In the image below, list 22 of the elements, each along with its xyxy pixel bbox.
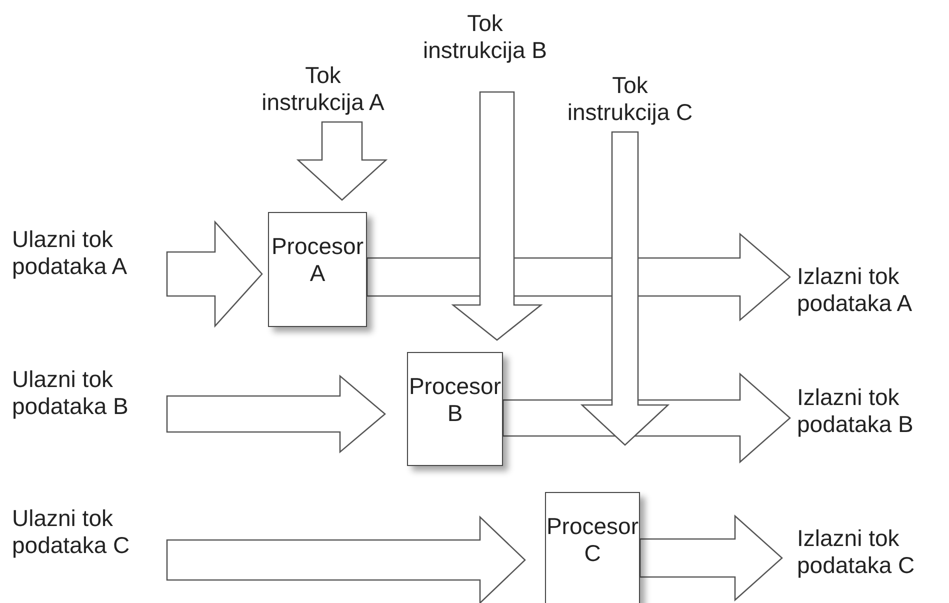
processor-label: Procesor B (408, 373, 502, 427)
stream-label: Izlazni tok podataka A (797, 263, 949, 317)
processor-box (545, 492, 640, 603)
block-arrow (166, 220, 263, 328)
stream-label: Tok instrukcija C (565, 72, 695, 126)
processor-label: Procesor C (546, 513, 639, 567)
stream-label: Izlazni tok podataka B (797, 384, 949, 438)
block-arrow (451, 91, 543, 341)
stream-label: Izlazni tok podataka C (797, 525, 949, 579)
block-arrow (166, 515, 526, 603)
stream-label: Tok instrukcija B (415, 10, 555, 64)
block-arrow (639, 514, 783, 602)
stream-label: Ulazni tok podataka A (12, 226, 167, 280)
block-arrow (580, 131, 670, 446)
processor-box (407, 352, 503, 466)
block-arrow (296, 121, 388, 201)
stream-label: Ulazni tok podataka C (12, 505, 167, 559)
block-arrow (166, 374, 386, 454)
processor-label: Procesor A (270, 233, 365, 287)
stream-label: Tok instrukcija A (258, 62, 388, 116)
processor-box (268, 212, 367, 327)
stream-label: Ulazni tok podataka B (12, 366, 167, 420)
